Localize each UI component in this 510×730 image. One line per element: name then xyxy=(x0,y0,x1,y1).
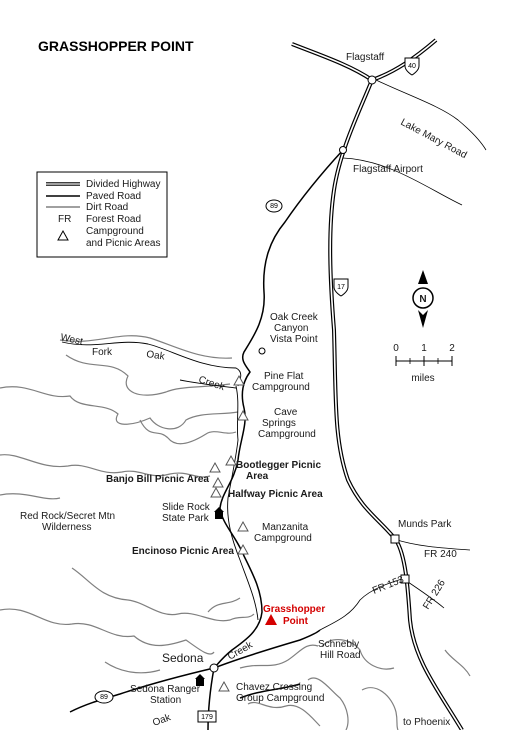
scale-bar: 0 1 2 miles xyxy=(393,343,455,384)
i17-highway xyxy=(328,79,464,730)
label-manzanita-2: Campground xyxy=(254,533,312,544)
label-halfway: Halfway Picnic Area xyxy=(228,489,323,500)
legend-forest-road: Forest Road xyxy=(86,214,141,225)
slide-rock-building-icon xyxy=(214,507,224,519)
svg-text:1: 1 xyxy=(421,343,427,354)
svg-text:89: 89 xyxy=(100,694,108,701)
label-cave-springs-1: Cave xyxy=(274,407,298,418)
svg-text:N: N xyxy=(419,294,426,305)
label-to-phoenix: to Phoenix xyxy=(403,717,450,728)
legend-fr-code: FR xyxy=(58,214,71,225)
banjo-bill-picnic-icon xyxy=(209,461,221,473)
legend-campground-line2: and Picnic Areas xyxy=(86,238,161,249)
label-cave-springs-3: Campground xyxy=(258,429,316,440)
grasshopper-point-marker-icon xyxy=(265,614,277,625)
halfway-picnic-a-icon xyxy=(212,476,224,488)
label-schnebly-2: Hill Road xyxy=(320,650,361,661)
label-red-rock-2: Wilderness xyxy=(42,522,91,533)
label-munds-park: Munds Park xyxy=(398,519,452,530)
compass-icon: N xyxy=(412,270,434,328)
label-slide-rock-1: Slide Rock xyxy=(162,502,211,513)
label-encinoso: Encinoso Picnic Area xyxy=(132,546,234,557)
junctions xyxy=(209,75,410,673)
oak-creek xyxy=(61,341,259,621)
shield-sr179-icon: 179 xyxy=(197,710,217,723)
pine-flat-campground-icon xyxy=(233,374,245,386)
svg-text:40: 40 xyxy=(408,63,416,70)
label-slide-rock-2: State Park xyxy=(162,513,210,524)
svg-text:89: 89 xyxy=(270,203,278,210)
label-cave-springs-2: Springs xyxy=(262,418,296,429)
legend-dirt-road: Dirt Road xyxy=(86,202,128,213)
legend: Divided Highway Paved Road Dirt Road FR … xyxy=(36,171,168,258)
label-chavez-2: Group Campground xyxy=(236,693,324,704)
label-chavez-1: Chavez Crossing xyxy=(236,682,312,693)
dirt-roads xyxy=(319,79,487,631)
label-pine-flat-1: Pine Flat xyxy=(264,371,304,382)
canyon-terrain xyxy=(0,335,471,730)
label-manzanita-1: Manzanita xyxy=(262,522,309,533)
label-ranger-2: Station xyxy=(150,695,181,706)
legend-paved-road: Paved Road xyxy=(86,191,141,202)
map-title: GRASSHOPPER POINT xyxy=(38,38,194,54)
svg-text:2: 2 xyxy=(449,343,455,354)
legend-campground-icon xyxy=(57,229,69,241)
label-banjo-bill: Banjo Bill Picnic Area xyxy=(106,474,209,485)
label-oak-creek-vista-1: Oak Creek xyxy=(270,312,319,323)
label-oak-creek-vista-2: Canyon xyxy=(274,323,308,334)
legend-campground-line1: Campground xyxy=(86,226,144,237)
chavez-crossing-campground-icon xyxy=(218,680,230,692)
label-fork: Fork xyxy=(92,347,113,358)
legend-divided-highway: Divided Highway xyxy=(86,179,160,190)
label-oak-creek-vista-3: Vista Point xyxy=(270,334,318,345)
label-bootlegger-1: Bootlegger Picnic xyxy=(236,460,321,471)
svg-text:0: 0 xyxy=(393,343,399,354)
shield-us89-icon: 89 xyxy=(265,199,283,213)
label-red-rock-1: Red Rock/Secret Mtn xyxy=(20,511,115,522)
shield-i17-icon: 17 xyxy=(333,278,349,297)
label-fr240: FR 240 xyxy=(424,549,457,560)
shield-sr89-icon: 89 xyxy=(94,690,114,704)
svg-text:miles: miles xyxy=(411,373,434,384)
label-west: West xyxy=(59,332,84,348)
label-flagstaff: Flagstaff xyxy=(346,52,384,63)
svg-text:17: 17 xyxy=(337,284,345,291)
label-grasshopper-1: Grasshopper xyxy=(263,604,325,615)
label-flagstaff-airport: Flagstaff Airport xyxy=(353,164,423,175)
ranger-station-building-icon xyxy=(195,674,205,686)
shield-i40-icon: 40 xyxy=(404,57,420,76)
svg-text:179: 179 xyxy=(201,714,213,721)
label-pine-flat-2: Campground xyxy=(252,382,310,393)
halfway-picnic-b-icon xyxy=(210,486,222,498)
label-oak-upper: Oak xyxy=(146,349,167,363)
label-schnebly-1: Schnebly xyxy=(318,639,359,650)
campground-markers xyxy=(209,374,249,692)
label-grasshopper-2: Point xyxy=(283,616,309,627)
cave-springs-campground-icon xyxy=(237,409,249,421)
bootlegger-picnic-icon xyxy=(225,454,237,466)
manzanita-campground-icon xyxy=(237,520,249,532)
label-sedona: Sedona xyxy=(162,651,204,665)
label-ranger-1: Sedona Ranger xyxy=(130,684,201,695)
label-bootlegger-2: Area xyxy=(246,471,269,482)
encinoso-picnic-icon xyxy=(237,543,249,555)
